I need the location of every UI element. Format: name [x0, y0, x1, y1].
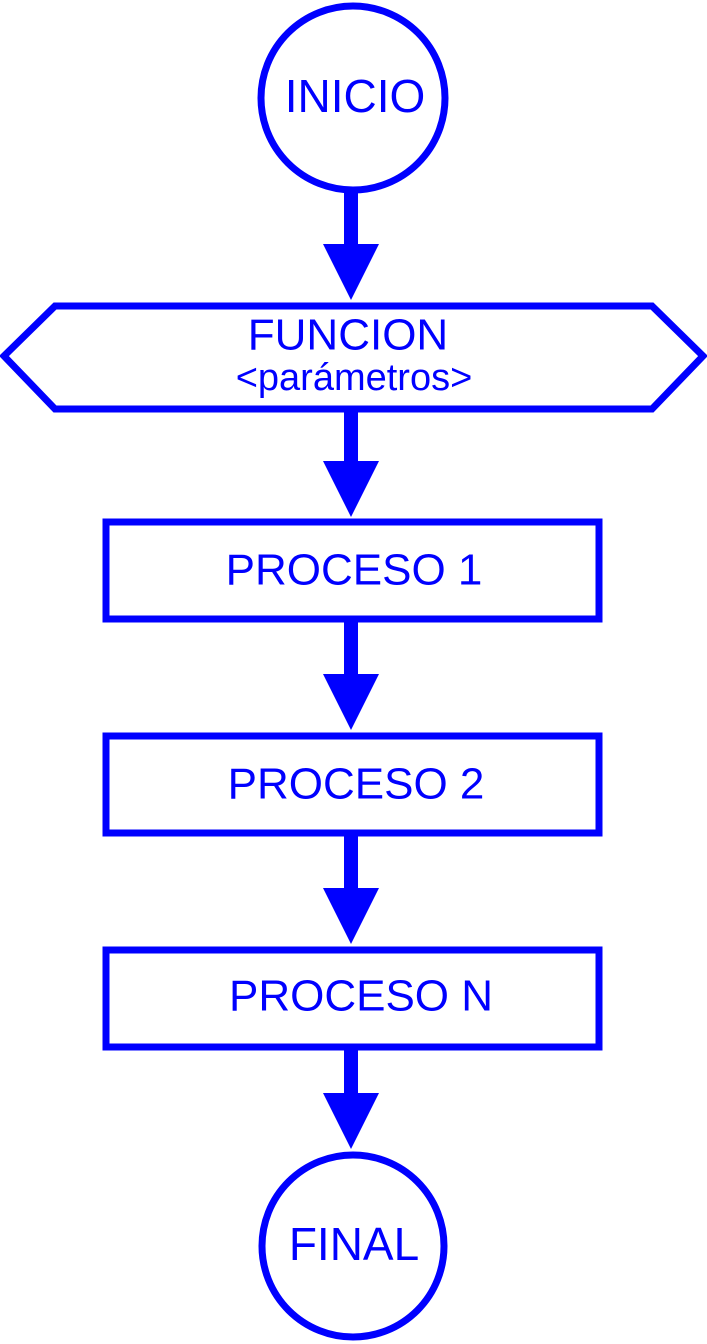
arrow-head	[323, 461, 379, 517]
processN-label: PROCESO N	[229, 972, 493, 1021]
arrow-start-to-function	[323, 190, 379, 300]
arrow-head	[323, 888, 379, 944]
process2-box	[102, 732, 603, 837]
arrow-shaft	[344, 1047, 358, 1099]
start-node: INICIO	[257, 2, 449, 194]
arrow-shaft	[344, 619, 358, 679]
arrow-head	[323, 674, 379, 730]
function-label: FUNCION	[248, 311, 448, 360]
arrow-process2-to-processN	[323, 833, 379, 944]
processN-node: PROCESO N	[102, 946, 603, 1051]
arrow-shaft	[344, 409, 358, 465]
arrow-processN-to-end	[323, 1047, 379, 1149]
processN-box	[102, 946, 603, 1051]
process2-node: PROCESO 2	[102, 732, 603, 837]
process2-label: PROCESO 2	[228, 760, 485, 809]
arrow-head	[323, 244, 379, 300]
end-node: FINAL	[258, 1151, 448, 1341]
function-parameters: <parámetros>	[236, 357, 473, 399]
process1-label: PROCESO 1	[226, 546, 483, 595]
arrow-function-to-process1	[323, 409, 379, 517]
arrow-head	[323, 1093, 379, 1149]
process1-node: PROCESO 1	[102, 518, 603, 623]
arrow-process1-to-process2	[323, 619, 379, 730]
function-node: FUNCION <parámetros>	[0, 302, 707, 413]
start-label: INICIO	[285, 70, 426, 122]
function-hexagon	[0, 302, 707, 413]
end-label: FINAL	[289, 1218, 419, 1270]
end-circle	[258, 1151, 448, 1341]
arrow-shaft	[344, 833, 358, 893]
arrow-shaft	[344, 190, 358, 250]
